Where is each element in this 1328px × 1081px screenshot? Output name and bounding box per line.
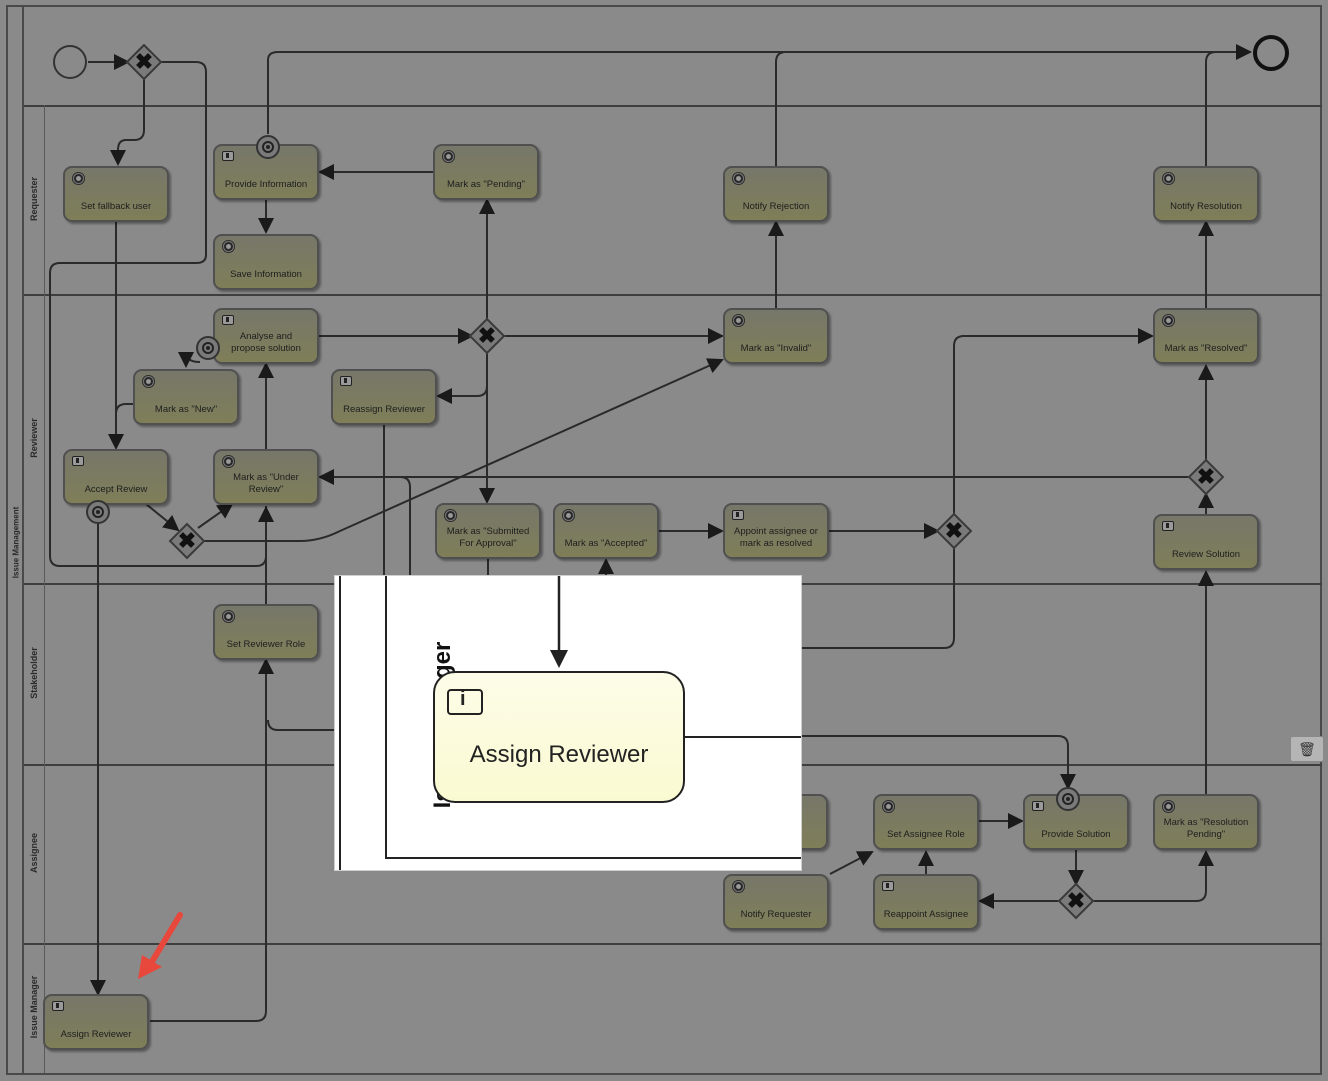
service-gear-icon: [1162, 800, 1175, 813]
exclusive-x-icon: ✖: [1066, 888, 1086, 913]
task-reappoint-assignee[interactable]: Reappoint Assignee: [873, 874, 979, 930]
exclusive-x-icon: ✖: [177, 528, 197, 553]
task-mark-under-review[interactable]: Mark as "Under Review": [213, 449, 319, 505]
task-mark-accepted[interactable]: Mark as "Accepted": [553, 503, 659, 559]
lane-divider-5: [24, 943, 1322, 945]
user-task-icon: [52, 1001, 64, 1011]
red-arrow-icon: [138, 912, 183, 979]
zoom-pool-border: [335, 576, 341, 870]
task-mark-invalid[interactable]: Mark as "Invalid": [723, 308, 829, 364]
task-review-solution[interactable]: Review Solution: [1153, 514, 1259, 570]
user-task-icon: [882, 881, 894, 891]
user-task-icon: [222, 315, 234, 325]
service-gear-icon: [142, 375, 155, 388]
service-gear-icon: [442, 150, 455, 163]
task-mark-pending[interactable]: Mark as "Pending": [433, 144, 539, 200]
service-gear-icon: [732, 172, 745, 185]
user-task-icon: [222, 151, 234, 161]
exclusive-x-icon: ✖: [477, 323, 497, 348]
exclusive-x-icon: ✖: [1196, 464, 1216, 489]
user-task-icon: [732, 510, 744, 520]
service-gear-icon: [72, 172, 85, 185]
start-event[interactable]: [53, 45, 87, 79]
task-notify-resolution[interactable]: Notify Resolution: [1153, 166, 1259, 222]
service-gear-icon: [732, 880, 745, 893]
pool-issue-management: [6, 5, 1322, 1075]
service-gear-icon: [444, 509, 457, 522]
service-gear-icon: [222, 610, 235, 623]
end-event[interactable]: [1253, 35, 1289, 71]
task-assign-reviewer[interactable]: Assign Reviewer: [43, 994, 149, 1050]
user-task-icon: [1032, 801, 1044, 811]
lane-divider-1: [24, 105, 1322, 107]
zoom-task-assign-reviewer[interactable]: Assign Reviewer: [433, 671, 685, 803]
service-gear-icon: [222, 240, 235, 253]
task-accept-review[interactable]: Accept Review: [63, 449, 169, 505]
boundary-timer-event[interactable]: [1056, 787, 1080, 811]
user-task-icon: [447, 688, 483, 715]
trash-icon[interactable]: 🗑: [1290, 736, 1324, 762]
task-set-assignee-role[interactable]: Set Assignee Role: [873, 794, 979, 850]
lane-divider-2: [24, 294, 1322, 296]
exclusive-x-icon: ✖: [134, 49, 154, 74]
task-notify-requester[interactable]: Notify Requester: [723, 874, 829, 930]
zoom-lane-box: Issue Manager: [385, 576, 801, 859]
boundary-timer-event[interactable]: [256, 135, 280, 159]
task-mark-resolution-pending[interactable]: Mark as "Resolution Pending": [1153, 794, 1259, 850]
zoom-inset: Issue Manager Assign Reviewer: [334, 575, 802, 871]
task-set-reviewer-role[interactable]: Set Reviewer Role: [213, 604, 319, 660]
task-mark-resolved[interactable]: Mark as "Resolved": [1153, 308, 1259, 364]
task-mark-submitted[interactable]: Mark as "Submitted For Approval": [435, 503, 541, 559]
pool-label-strip: Issue Management: [6, 5, 24, 1075]
task-save-information[interactable]: Save Information: [213, 234, 319, 290]
service-gear-icon: [222, 455, 235, 468]
service-gear-icon: [882, 800, 895, 813]
boundary-timer-event[interactable]: [196, 336, 220, 360]
lane-label-column: [24, 105, 45, 1073]
task-analyse-propose[interactable]: Analyse and propose solution: [213, 308, 319, 364]
task-set-fallback-user[interactable]: Set fallback user: [63, 166, 169, 222]
zoom-flows: [550, 576, 801, 738]
task-mark-new[interactable]: Mark as "New": [133, 369, 239, 425]
user-task-icon: [72, 456, 84, 466]
service-gear-icon: [562, 509, 575, 522]
task-reassign-reviewer[interactable]: Reassign Reviewer: [331, 369, 437, 425]
service-gear-icon: [1162, 172, 1175, 185]
task-appoint-assignee[interactable]: Appoint assignee or mark as resolved: [723, 503, 829, 559]
task-notify-rejection[interactable]: Notify Rejection: [723, 166, 829, 222]
service-gear-icon: [732, 314, 745, 327]
boundary-timer-event[interactable]: [86, 500, 110, 524]
service-gear-icon: [1162, 314, 1175, 327]
exclusive-x-icon: ✖: [944, 518, 964, 543]
user-task-icon: [340, 376, 352, 386]
user-task-icon: [1162, 521, 1174, 531]
